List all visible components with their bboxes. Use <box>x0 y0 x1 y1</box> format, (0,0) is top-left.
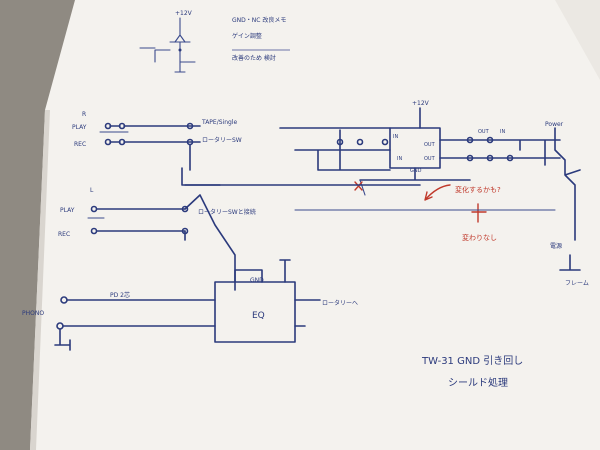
red-annotations: 変化するかも? 変わりなし <box>354 181 501 242</box>
bottom-note: TW-31 GND 引き回し シールド処理 <box>421 355 523 389</box>
red-note-1: 変化するかも? <box>455 185 501 194</box>
top-note-2: ゲイン調整 <box>232 32 262 40</box>
out-label: OUT <box>478 129 490 135</box>
paper-sheet <box>30 0 600 450</box>
in-label: IN <box>500 129 505 135</box>
pd-2con-label: PD 2芯 <box>110 291 130 299</box>
l-channel-label: L <box>90 187 94 194</box>
power-label: Power <box>545 121 564 128</box>
eq-gnd-label: GND <box>250 277 264 284</box>
ic-in-label: IN <box>397 156 402 162</box>
to-rotary-label: ロータリーへ <box>322 299 358 307</box>
ic-mid-label: IN <box>393 134 398 140</box>
top-note-3: 改善のため 検討 <box>232 54 276 62</box>
phono-eq-section: PHONO PD 2芯 EQ GND ロータリーへ <box>22 259 358 351</box>
top-small-circuit: +12V GND・NC 改良メモ ゲイン調整 改善のため 検討 <box>139 10 290 73</box>
ic-out2-label: OUT <box>424 156 436 162</box>
red-arrow <box>424 184 451 201</box>
frame-label: フレーム <box>565 280 589 287</box>
eq-block <box>214 281 296 343</box>
supply-top-label: +12V <box>175 10 193 17</box>
amp-section: +12V IN IN OUT OUT GND OUT IN Power 電源 フ… <box>279 100 589 287</box>
paper-shadow <box>30 110 50 450</box>
top-node-dot <box>178 48 182 52</box>
l-channel-switch: L PLAY REC ロータリーSWと接続 <box>58 187 256 291</box>
top-note-1: GND・NC 改良メモ <box>232 16 286 24</box>
play-top-label: PLAY <box>72 124 87 131</box>
ac-label: 電源 <box>550 242 562 250</box>
r-channel-label: R <box>82 111 86 118</box>
phono-label: PHONO <box>22 310 44 317</box>
ic-gnd-label: GND <box>410 168 422 174</box>
ic-out-label: OUT <box>424 142 436 148</box>
supply-mid-label: +12V <box>412 100 430 107</box>
rotary-sw-mid-label: ロータリーSWと接続 <box>198 208 256 216</box>
rec-mid-label: REC <box>58 231 70 238</box>
eq-label: EQ <box>252 311 265 321</box>
red-note-2: 変わりなし <box>462 233 497 242</box>
r-channel-switch: R PLAY REC TAPE/Single ロータリーSW <box>72 111 242 186</box>
note-line-2: シールド処理 <box>448 376 508 389</box>
play-mid-label: PLAY <box>60 207 75 214</box>
note-line-1: TW-31 GND 引き回し <box>421 355 523 367</box>
rotary-sw-top-label: ロータリーSW <box>202 136 242 144</box>
tape-single-label: TAPE/Single <box>201 119 237 126</box>
rec-top-label: REC <box>74 141 86 148</box>
